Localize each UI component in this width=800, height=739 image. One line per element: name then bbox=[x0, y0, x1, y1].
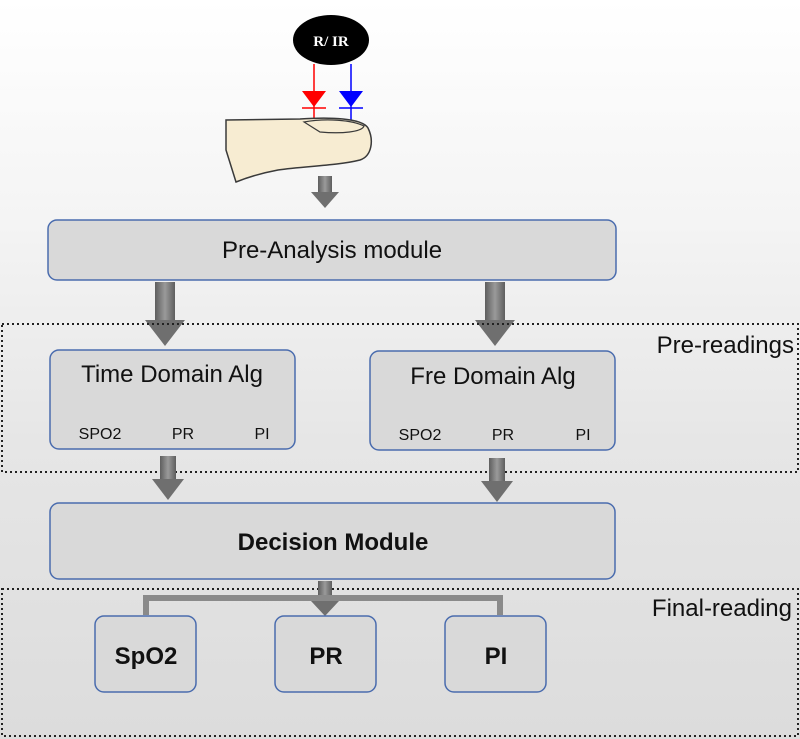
arrow-freq-to-decision bbox=[481, 458, 513, 502]
freq-domain-alg-box: Fre Domain Alg SPO2 PR PI bbox=[369, 350, 616, 451]
decision-module: Decision Module bbox=[49, 502, 616, 580]
time-domain-metric-spo2: SPO2 bbox=[79, 426, 122, 443]
output-spo2-label: SpO2 bbox=[115, 643, 178, 670]
decision-label: Decision Module bbox=[238, 529, 429, 556]
pre-analysis-label: Pre-Analysis module bbox=[222, 237, 442, 264]
light-source: R/ IR bbox=[293, 15, 369, 124]
ir-led-icon bbox=[339, 91, 363, 107]
time-domain-metric-pr: PR bbox=[172, 426, 194, 443]
output-pr-box: PR bbox=[274, 615, 377, 693]
source-ellipse bbox=[293, 15, 369, 65]
pre-readings-region: Pre-readings bbox=[1, 323, 799, 473]
finger-icon bbox=[225, 117, 373, 183]
red-led-icon bbox=[302, 91, 326, 107]
time-domain-metric-pi: PI bbox=[254, 426, 269, 443]
pre-analysis-module: Pre-Analysis module bbox=[47, 219, 617, 281]
output-spo2-box: SpO2 bbox=[94, 615, 197, 693]
arrow-preanalysis-to-time bbox=[145, 282, 185, 346]
freq-domain-metric-pi: PI bbox=[575, 427, 590, 444]
pre-readings-label: Pre-readings bbox=[657, 332, 794, 359]
freq-domain-metric-pr: PR bbox=[492, 427, 514, 444]
decision-output-connector bbox=[143, 581, 503, 616]
time-domain-alg-box: Time Domain Alg SPO2 PR PI bbox=[49, 349, 296, 450]
arrow-time-to-decision bbox=[152, 456, 184, 500]
time-domain-title: Time Domain Alg bbox=[81, 361, 263, 388]
arrow-preanalysis-to-freq bbox=[475, 282, 515, 346]
arrow-finger-to-preanalysis bbox=[311, 176, 339, 208]
final-reading-region: Final-reading bbox=[1, 588, 799, 737]
output-pi-label: PI bbox=[485, 643, 508, 670]
freq-domain-title: Fre Domain Alg bbox=[410, 363, 575, 390]
source-label: R/ IR bbox=[313, 34, 349, 50]
output-pi-box: PI bbox=[444, 615, 547, 693]
output-pr-label: PR bbox=[309, 643, 342, 670]
final-reading-label: Final-reading bbox=[652, 595, 792, 622]
freq-domain-metric-spo2: SPO2 bbox=[399, 427, 442, 444]
